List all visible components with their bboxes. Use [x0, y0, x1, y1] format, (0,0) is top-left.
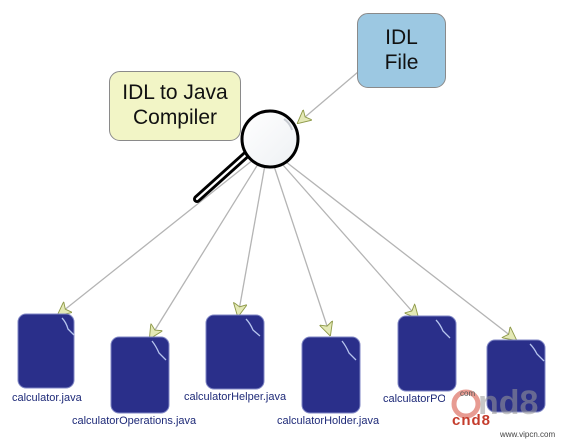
idl-file-node: IDL File	[357, 13, 446, 88]
file-icon-calculator-helper	[205, 314, 265, 390]
connector-calculator-poa	[267, 147, 418, 318]
connector-calculator	[58, 147, 269, 315]
connector-calculator-helper	[238, 147, 269, 316]
idl-file-label-line1: IDL	[385, 25, 418, 49]
file-icon-calculator-operations	[110, 336, 170, 414]
magnifier-icon	[193, 109, 300, 203]
idl-file-label-line2: File	[384, 50, 419, 74]
watermark-logo-icon: nd8	[451, 384, 538, 422]
output-file-icons	[17, 313, 546, 414]
watermark-text: cnd8	[452, 412, 492, 429]
file-label-calculator-helper: calculatorHelper.java	[184, 391, 287, 403]
compiler-node: IDL to Java Compiler	[109, 71, 241, 141]
file-label-calculator: calculator.java	[12, 392, 82, 404]
file-icon-calculator	[17, 313, 75, 389]
connector-calculator-holder	[267, 147, 330, 335]
output-connectors	[58, 147, 516, 340]
file-icon-calculator-extra	[486, 339, 546, 413]
connector-calculator-operations	[150, 147, 269, 338]
idl-to-compiler-connector	[298, 71, 359, 123]
connector-calculator-extra	[267, 147, 516, 340]
file-icon-calculator-poa	[397, 315, 457, 392]
file-label-calculator-operations: calculatorOperations.java	[72, 415, 197, 427]
svg-text:nd8: nd8	[478, 384, 538, 422]
file-icon-calculator-holder	[301, 336, 361, 414]
compiler-label-line1: IDL to Java	[122, 81, 228, 105]
compiler-label-line2: Compiler	[132, 106, 217, 129]
file-label-calculator-holder: calculatorHolder.java	[277, 415, 380, 427]
watermark-domain: com	[460, 389, 476, 398]
watermark-url: www.vipcn.com	[500, 430, 556, 439]
file-label-calculator-poa: calculatorPOA.java	[383, 393, 445, 405]
